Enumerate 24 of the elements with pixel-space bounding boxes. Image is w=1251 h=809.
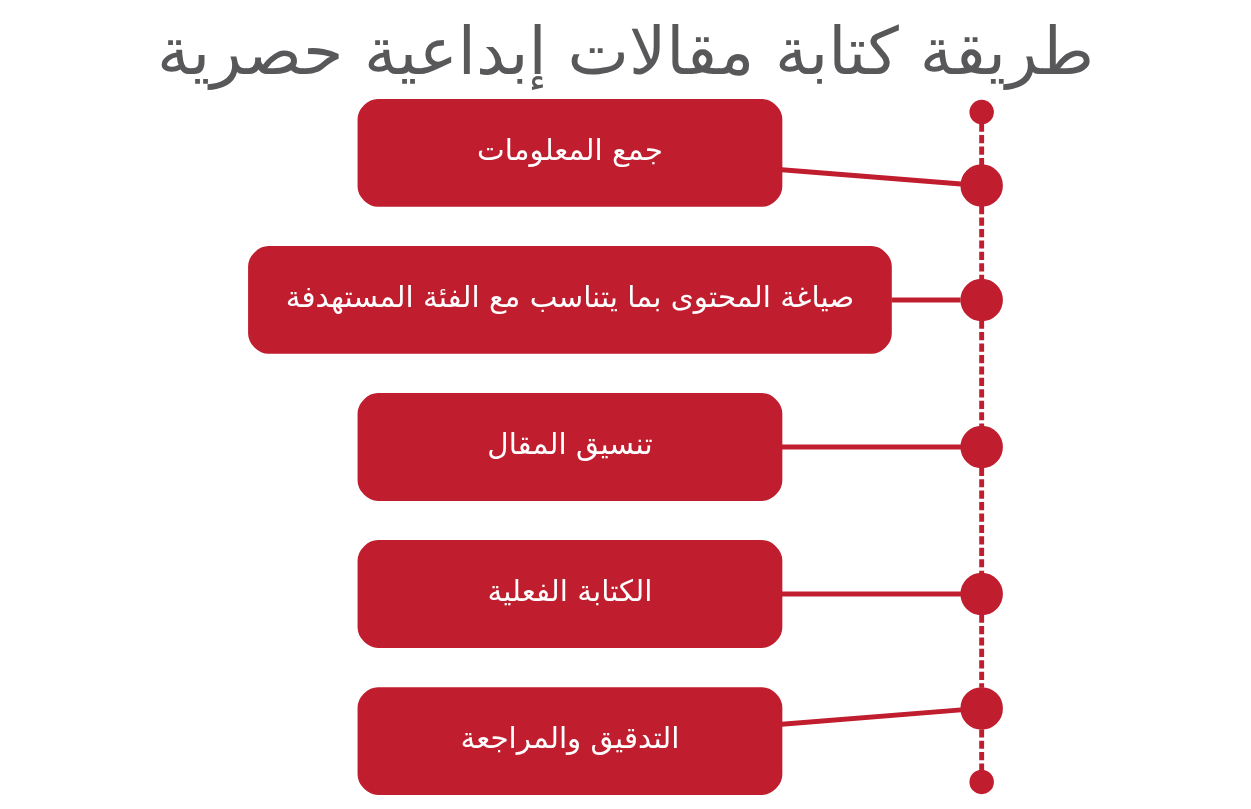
node-circle: [960, 425, 1003, 469]
node-box: جمع المعلومات: [357, 99, 783, 207]
connector: [979, 467, 985, 574]
node-circle: [960, 164, 1003, 207]
connector: [781, 591, 962, 597]
node-circle: [960, 687, 1003, 730]
diagram-title: طريقة كتابة مقالات إبداعية حصرية: [157, 12, 1094, 89]
node-box: تنسيق المقال: [357, 393, 783, 501]
node-circle: [969, 99, 994, 125]
connector: [979, 320, 985, 427]
connector: [781, 707, 962, 727]
node-circle: [960, 278, 1003, 322]
connector: [891, 297, 961, 303]
connector: [781, 444, 962, 450]
node-box: صياغة المحتوى بما يتناسب مع الفئة المستهدفة: [248, 246, 892, 354]
node-box: التدقيق والمراجعة: [357, 687, 783, 795]
connector: [979, 123, 985, 165]
node-box: الكتابة الفعلية: [357, 540, 783, 648]
connector: [979, 729, 985, 771]
node-circle: [969, 769, 994, 795]
node-circle: [960, 572, 1003, 616]
connector: [781, 167, 962, 187]
connector: [979, 206, 985, 280]
connector: [979, 614, 985, 688]
